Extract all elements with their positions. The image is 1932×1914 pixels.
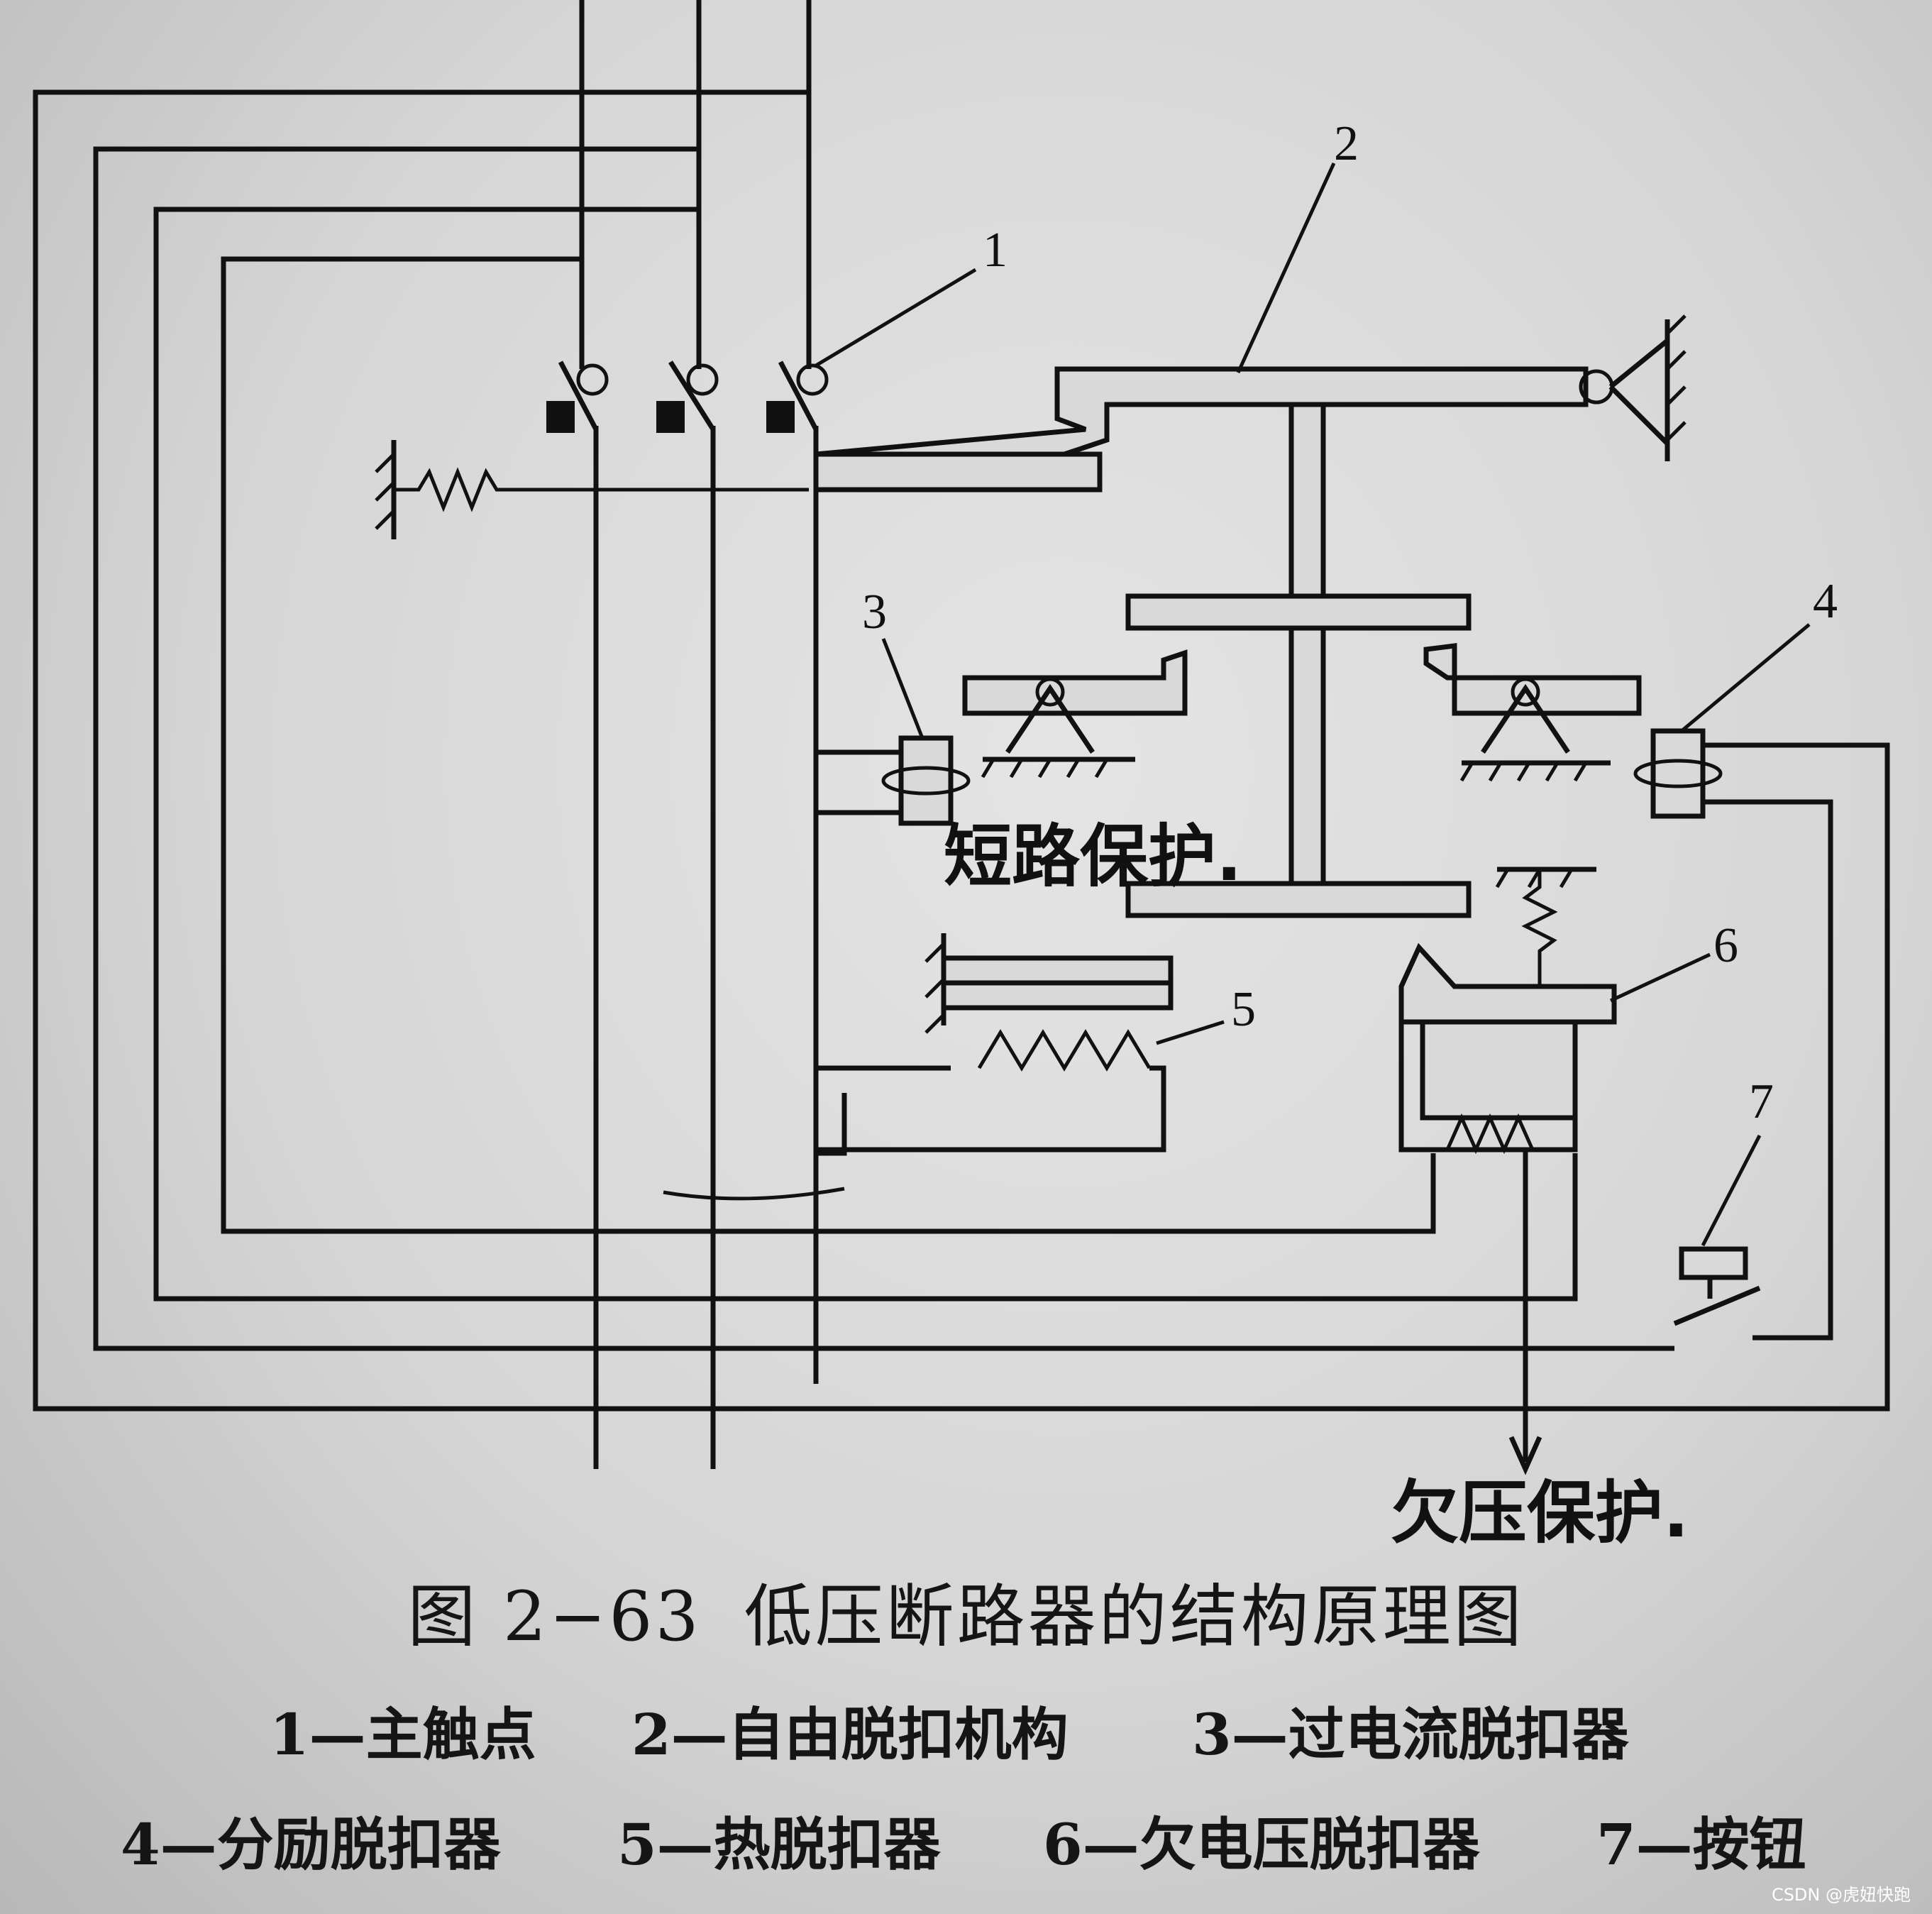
handwritten-undervoltage-note: 欠压保护. [1391,1473,1689,1553]
callout-6: 6 [1713,918,1738,973]
main-contacts [546,334,829,433]
watermark: CSDN @虎妞快跑 [1771,1885,1911,1905]
control-wiring [33,89,1890,1412]
pen-mark [663,1187,845,1201]
reset-spring [375,440,809,539]
legend-item-5: 5—热脱扣器 [617,1811,941,1878]
legend-item-6: 6—欠电压脱扣器 [1043,1811,1480,1878]
left-trip-lever [962,649,1188,779]
handwritten-short-circuit-note: 短路保护. [944,817,1242,896]
legend-item-2: 2—自由脱扣机构 [631,1701,1069,1768]
legend-item-3: 3—过电流脱扣器 [1192,1701,1629,1768]
push-button [1673,1246,1761,1326]
shunt-release [1633,728,1723,819]
thermal-release [816,933,1174,1153]
free-trip-mechanism [813,314,1687,918]
legend-item-7: 7—按钮 [1596,1811,1806,1878]
callout-3: 3 [862,585,887,639]
callout-7: 7 [1749,1074,1774,1129]
callout-4: 4 [1813,574,1838,629]
legend-item-4: 4—分励脱扣器 [121,1811,501,1878]
power-lines [579,0,819,1469]
undervoltage-release [1398,867,1617,1475]
callout-labels: 1 2 3 4 5 6 7 [862,116,1838,1129]
figure-caption: 图 2−63 低压断路器的结构原理图 [0,1561,1932,1660]
callout-leaders [815,162,1811,1247]
figure-number: 图 2−63 [407,1577,702,1656]
callout-5: 5 [1231,982,1256,1037]
callout-1: 1 [983,223,1008,277]
callout-2: 2 [1334,116,1359,171]
overcurrent-release [813,490,971,1071]
legend-item-1: 1—主触点 [270,1701,536,1768]
figure-title: 低压断路器的结构原理图 [744,1577,1525,1656]
right-trip-lever [1423,643,1642,782]
